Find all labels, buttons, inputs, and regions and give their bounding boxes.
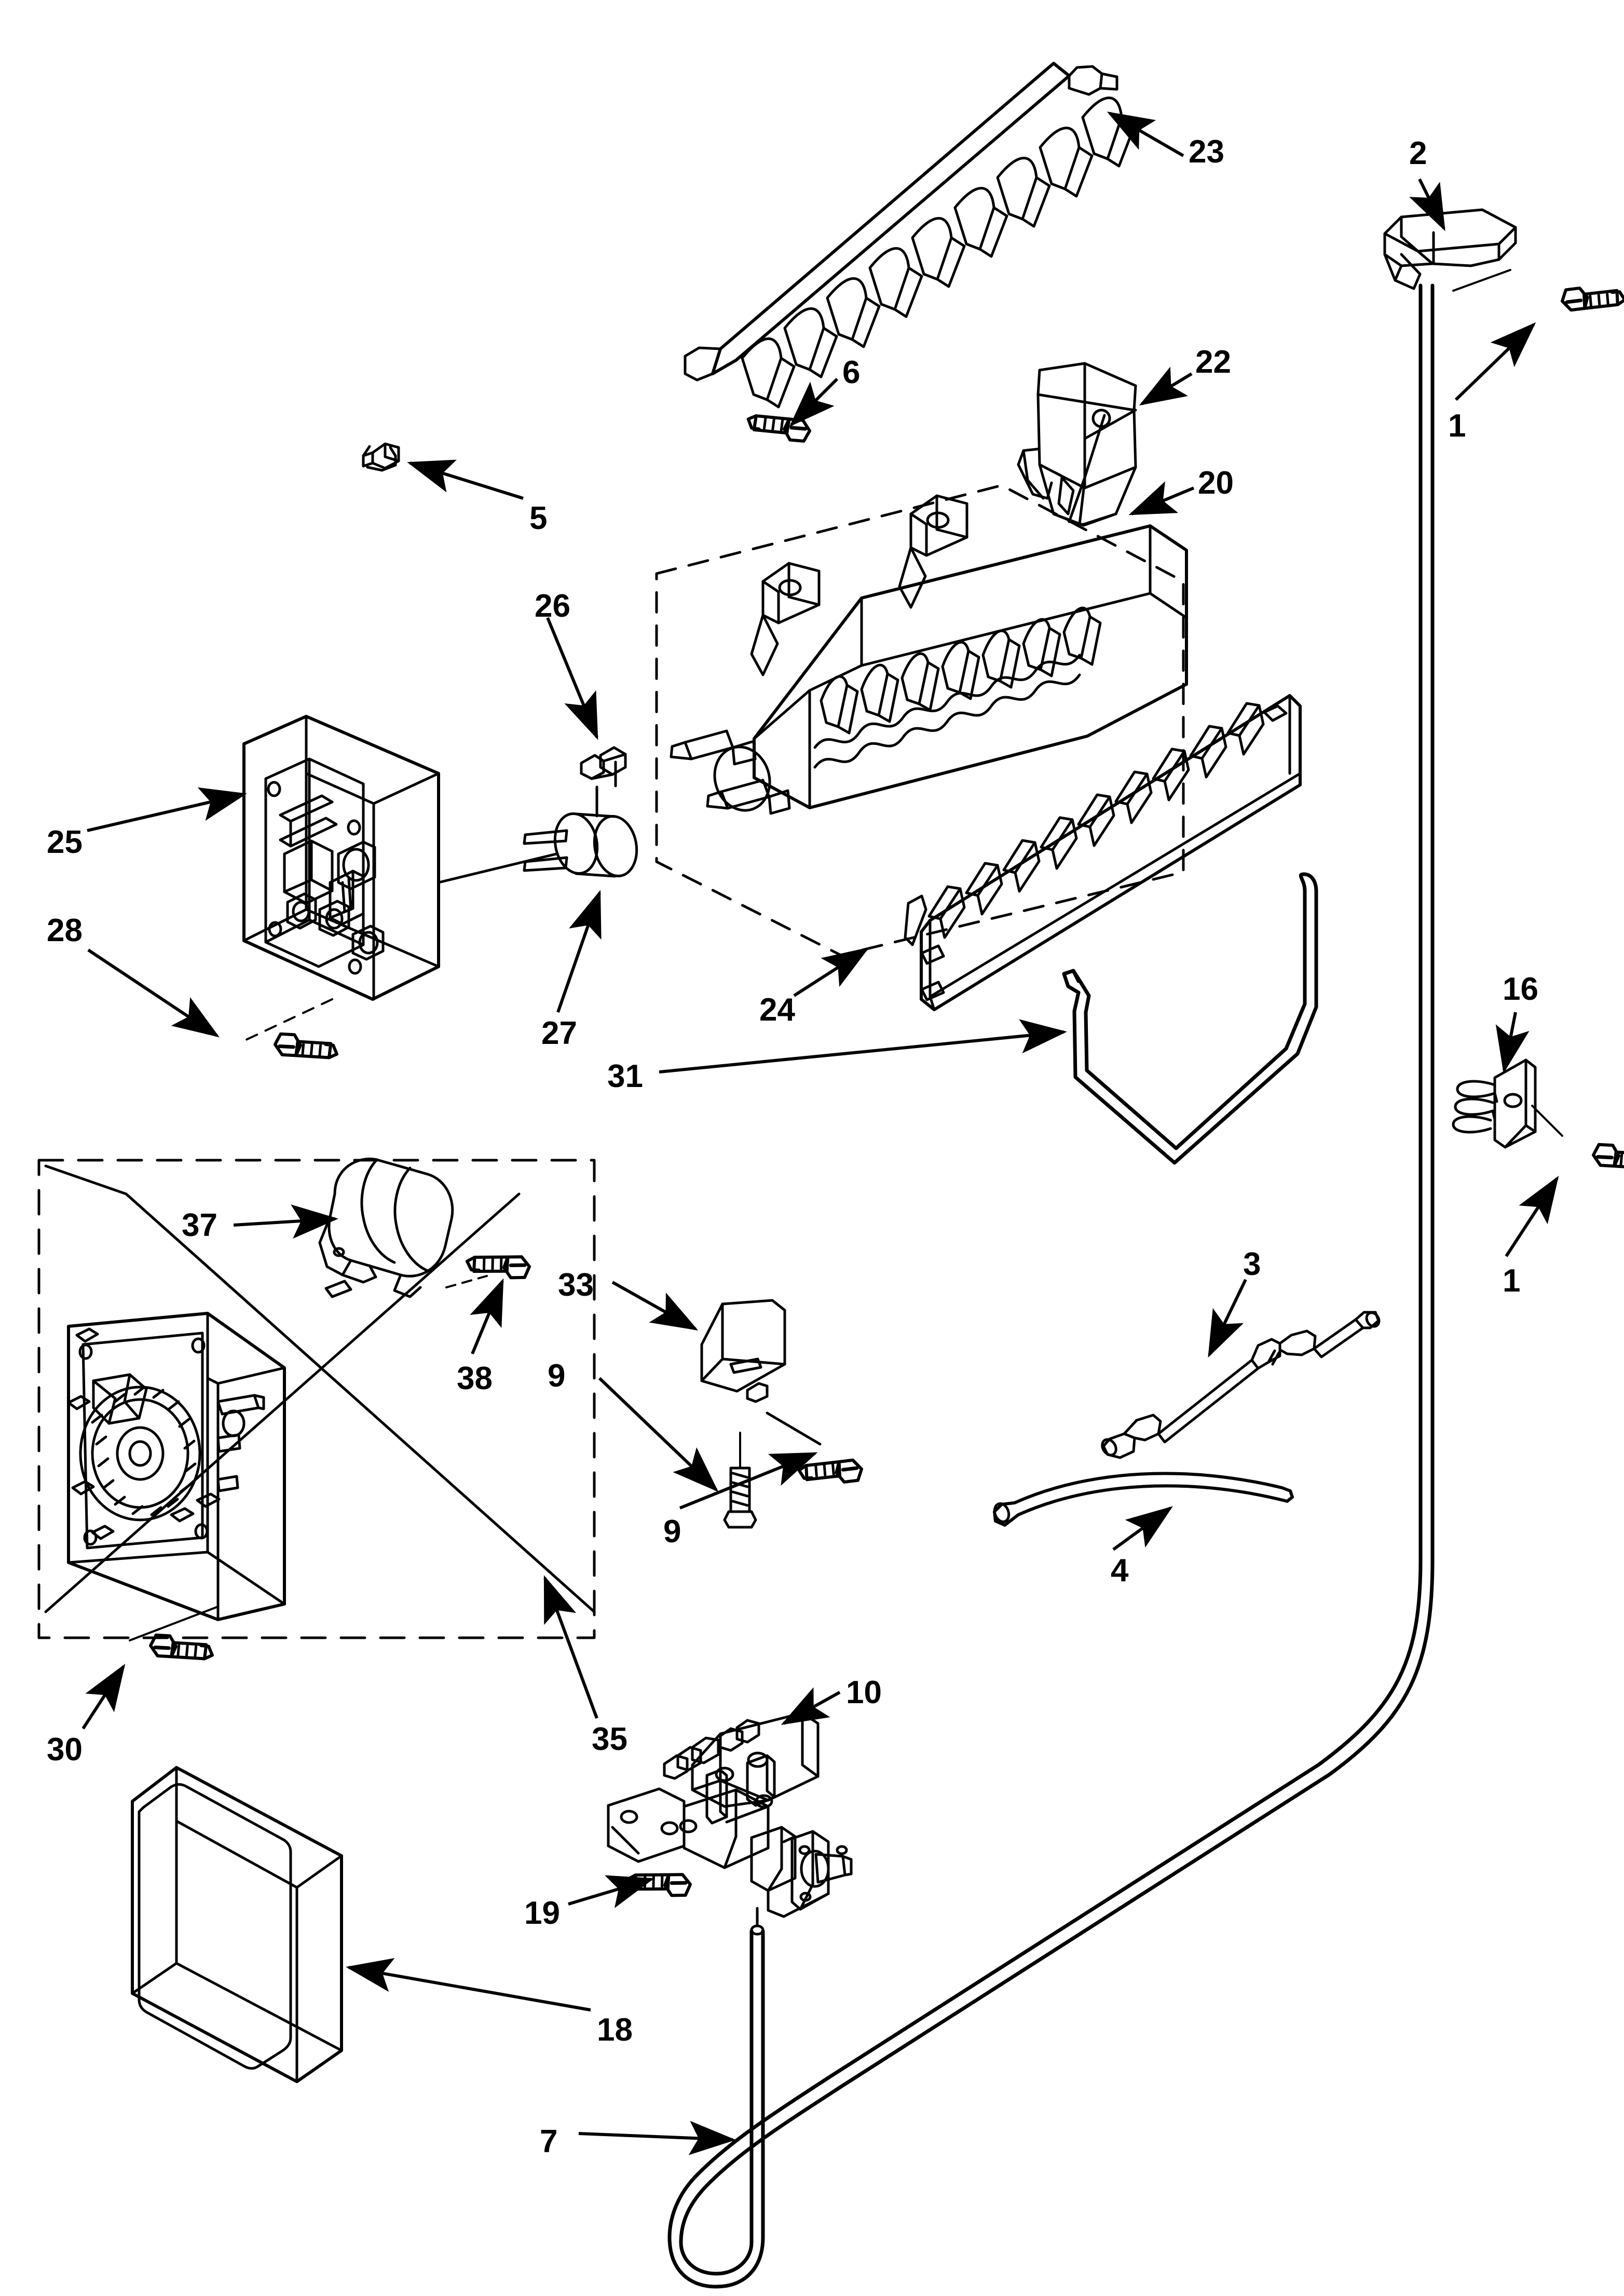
callout-5: 5 <box>529 500 548 536</box>
part-16-harness-bracket <box>1452 1058 1537 1149</box>
part-24-ice-stripper <box>904 694 1302 1011</box>
callout-26: 26 <box>535 588 570 624</box>
callout-30: 30 <box>47 1732 83 1768</box>
callout-22: 22 <box>1195 344 1231 380</box>
part-30-screw <box>149 1626 213 1667</box>
part-37-drive-motor <box>318 1158 454 1298</box>
callout-2: 2 <box>1409 135 1427 171</box>
callout-37: 37 <box>182 1207 217 1243</box>
callout-19: 19 <box>524 1895 560 1931</box>
part-25-housing-cover <box>242 715 440 1001</box>
part-33-terminal-cover <box>700 1299 786 1403</box>
part-19-screw <box>627 1863 692 1908</box>
part-18-insulation-block <box>131 1766 343 2083</box>
part-31-shutoff-arm <box>1062 872 1318 1165</box>
part-35-module-assembly <box>37 1158 596 1639</box>
part-4-fill-tube <box>993 1472 1294 1527</box>
callout-16: 16 <box>1503 971 1538 1007</box>
icemaker-module-plate <box>67 1312 286 1621</box>
callout-25: 25 <box>47 824 83 860</box>
part-3-valve-tube <box>1101 1311 1381 1459</box>
callout-24: 24 <box>759 992 795 1028</box>
callout-18: 18 <box>597 2012 633 2048</box>
callout-28: 28 <box>47 913 83 948</box>
callout-3: 3 <box>1243 1246 1261 1282</box>
callout-31: 31 <box>607 1058 643 1094</box>
part-22-chute-funnel <box>1017 362 1137 527</box>
part-27-mold-thermostat <box>523 785 638 878</box>
callout-6: 6 <box>842 355 861 390</box>
part-38-screw <box>467 1245 531 1290</box>
water-fill-tube-line <box>667 283 1435 2289</box>
part-1-screw-top <box>1559 272 1624 322</box>
callout-33: 33 <box>558 1267 594 1303</box>
part-23-ice-auger <box>684 62 1136 409</box>
part-26-thermostat-clip <box>580 746 627 787</box>
callout-4: 4 <box>1111 1553 1129 1588</box>
callout-1-bracket: 1 <box>1503 1263 1521 1299</box>
callout-1-top: 1 <box>1448 408 1466 444</box>
callout-7: 7 <box>540 2124 558 2159</box>
callout-9-left: 9 <box>548 1358 566 1394</box>
part-9-screw-right <box>798 1448 865 1498</box>
part-2-fill-tube-bracket <box>1383 208 1517 290</box>
part-10-inlet-valve <box>607 1711 853 1918</box>
callout-23: 23 <box>1189 134 1224 170</box>
part-28-screw <box>274 1025 337 1066</box>
part-6-screw <box>748 409 811 448</box>
part-20-ice-mold <box>655 484 1188 957</box>
callout-38: 38 <box>457 1361 493 1396</box>
callout-20: 20 <box>1198 465 1234 501</box>
part-5-wire-clip <box>362 442 400 472</box>
callout-9-bottom: 9 <box>663 1514 681 1550</box>
part-1-screw-bracket <box>1592 1135 1624 1177</box>
part-9-screw-upright <box>723 1432 757 1529</box>
callout-35: 35 <box>592 1721 627 1757</box>
callout-10: 10 <box>846 1675 882 1710</box>
callout-27: 27 <box>541 1015 577 1051</box>
